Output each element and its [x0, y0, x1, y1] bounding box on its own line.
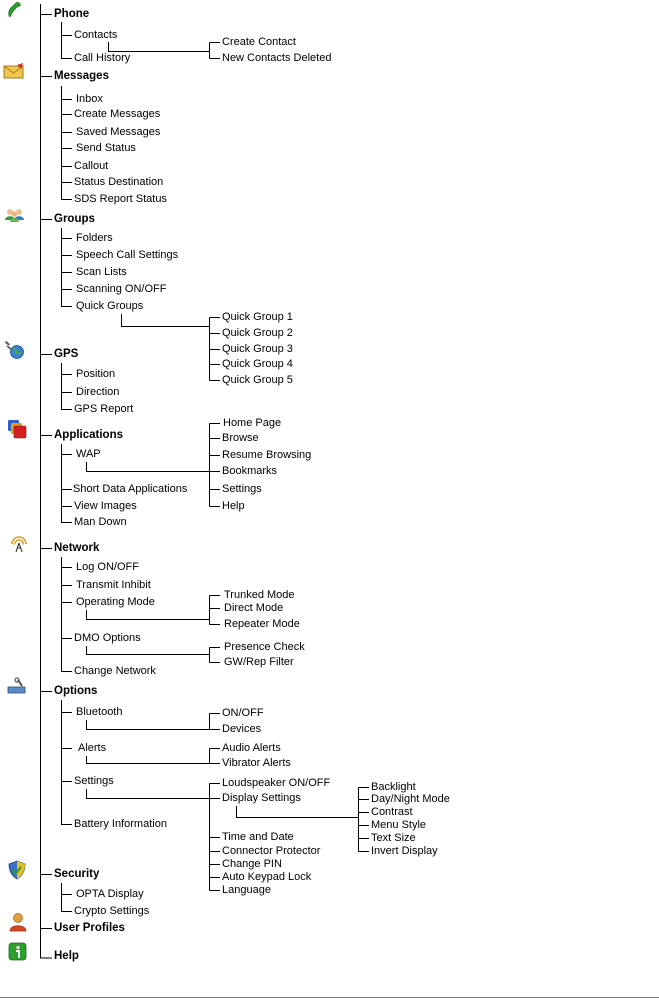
menu-item-browse[interactable]: Browse — [222, 432, 259, 444]
menu-item-short-data-applications[interactable]: Short Data Applications — [73, 483, 188, 495]
menu-item-view-images[interactable]: View Images — [74, 500, 137, 512]
menu-item-dmo-options[interactable]: DMO Options — [74, 632, 141, 644]
menu-item-call-history[interactable]: Call History — [74, 52, 131, 64]
menu-item-quick-groups[interactable]: Quick Groups — [76, 300, 144, 312]
menu-user-profiles[interactable]: User Profiles — [54, 922, 125, 934]
menu-item-repeater-mode[interactable]: Repeater Mode — [224, 618, 300, 630]
menu-item-resume-browsing[interactable]: Resume Browsing — [222, 449, 312, 461]
menu-item-time-and-date[interactable]: Time and Date — [222, 831, 294, 843]
menu-applications[interactable]: Applications — [54, 429, 124, 441]
menu-security[interactable]: Security — [54, 868, 100, 880]
menu-item-backlight[interactable]: Backlight — [371, 781, 416, 793]
menu-item-devices[interactable]: Devices — [222, 723, 262, 735]
menu-item-quick-group-5[interactable]: Quick Group 5 — [222, 374, 293, 386]
menu-options[interactable]: Options — [54, 685, 98, 697]
menu-item-menu-style[interactable]: Menu Style — [371, 819, 427, 831]
menu-item-vibrator-alerts[interactable]: Vibrator Alerts — [222, 757, 291, 769]
menu-item-loudspeaker-onoff[interactable]: Loudspeaker ON/OFF — [222, 777, 331, 789]
menu-item-day-night-mode[interactable]: Day/Night Mode — [371, 793, 450, 805]
menu-item-inbox[interactable]: Inbox — [76, 93, 103, 105]
menu-item-direct-mode[interactable]: Direct Mode — [224, 602, 284, 614]
menu-item-send-status[interactable]: Send Status — [76, 142, 136, 154]
menu-item-connector-protector[interactable]: Connector Protector — [222, 845, 321, 857]
menu-item-operating-mode[interactable]: Operating Mode — [76, 596, 155, 608]
menu-item-quick-group-3[interactable]: Quick Group 3 — [222, 343, 293, 355]
menu-item-man-down[interactable]: Man Down — [74, 516, 127, 528]
menu-messages[interactable]: Messages — [54, 70, 109, 82]
menu-gps[interactable]: GPS — [54, 348, 79, 360]
menu-item-language[interactable]: Language — [222, 884, 271, 896]
menu-item-gw-rep-filter[interactable]: GW/Rep Filter — [224, 656, 294, 668]
menu-item-battery-information[interactable]: Battery Information — [74, 818, 167, 830]
menu-item-gps-report[interactable]: GPS Report — [74, 403, 134, 415]
menu-item-position[interactable]: Position — [76, 368, 116, 380]
menu-item-options-settings[interactable]: Settings — [74, 775, 114, 787]
menu-item-callout[interactable]: Callout — [74, 160, 109, 172]
menu-item-folders[interactable]: Folders — [76, 232, 113, 244]
menu-item-alerts[interactable]: Alerts — [78, 742, 107, 754]
menu-item-opta-display[interactable]: OPTA Display — [76, 888, 144, 900]
menu-item-quick-group-1[interactable]: Quick Group 1 — [222, 311, 293, 323]
menu-item-change-pin[interactable]: Change PIN — [222, 858, 282, 870]
menu-item-home-page[interactable]: Home Page — [223, 417, 282, 429]
menu-item-log-onoff[interactable]: Log ON/OFF — [76, 561, 139, 573]
menu-item-invert-display[interactable]: Invert Display — [371, 845, 438, 857]
menu-item-quick-group-2[interactable]: Quick Group 2 — [222, 327, 293, 339]
menu-item-sds-report-status[interactable]: SDS Report Status — [74, 193, 167, 205]
menu-item-wap[interactable]: WAP — [76, 448, 101, 460]
menu-item-scan-lists[interactable]: Scan Lists — [76, 266, 127, 278]
menu-item-crypto-settings[interactable]: Crypto Settings — [74, 905, 150, 917]
menu-item-new-contacts-deleted[interactable]: New Contacts Deleted — [222, 52, 332, 64]
menu-item-quick-group-4[interactable]: Quick Group 4 — [222, 358, 293, 370]
menu-item-bookmarks[interactable]: Bookmarks — [222, 465, 278, 477]
menu-item-contrast[interactable]: Contrast — [371, 806, 413, 818]
menu-item-saved-messages[interactable]: Saved Messages — [76, 126, 161, 138]
menu-item-speech-call-settings[interactable]: Speech Call Settings — [76, 249, 179, 261]
menu-item-audio-alerts[interactable]: Audio Alerts — [222, 742, 281, 754]
menu-item-change-network[interactable]: Change Network — [74, 665, 156, 677]
menu-item-create-messages[interactable]: Create Messages — [74, 108, 161, 120]
menu-item-direction[interactable]: Direction — [76, 386, 120, 398]
menu-item-app-help[interactable]: Help — [222, 500, 245, 512]
menu-item-presence-check[interactable]: Presence Check — [224, 641, 305, 653]
menu-help[interactable]: Help — [54, 950, 79, 962]
menu-item-status-destination[interactable]: Status Destination — [74, 176, 164, 188]
menu-phone[interactable]: Phone — [54, 8, 90, 20]
menu-item-text-size[interactable]: Text Size — [371, 832, 416, 844]
menu-network[interactable]: Network — [54, 542, 100, 554]
menu-groups[interactable]: Groups — [54, 213, 95, 225]
menu-item-auto-keypad-lock[interactable]: Auto Keypad Lock — [222, 871, 312, 883]
menu-item-app-settings[interactable]: Settings — [222, 483, 262, 495]
bottom-divider — [0, 997, 659, 998]
menu-item-display-settings[interactable]: Display Settings — [222, 792, 301, 804]
menu-item-scanning-onoff[interactable]: Scanning ON/OFF — [76, 283, 167, 295]
menu-item-bluetooth[interactable]: Bluetooth — [76, 706, 123, 718]
menu-item-transmit-inhibit[interactable]: Transmit Inhibit — [76, 579, 151, 591]
menu-item-contacts[interactable]: Contacts — [74, 29, 118, 41]
menu-item-bt-onoff[interactable]: ON/OFF — [222, 707, 264, 719]
menu-item-trunked-mode[interactable]: Trunked Mode — [224, 589, 295, 601]
menu-item-create-contact[interactable]: Create Contact — [222, 36, 296, 48]
